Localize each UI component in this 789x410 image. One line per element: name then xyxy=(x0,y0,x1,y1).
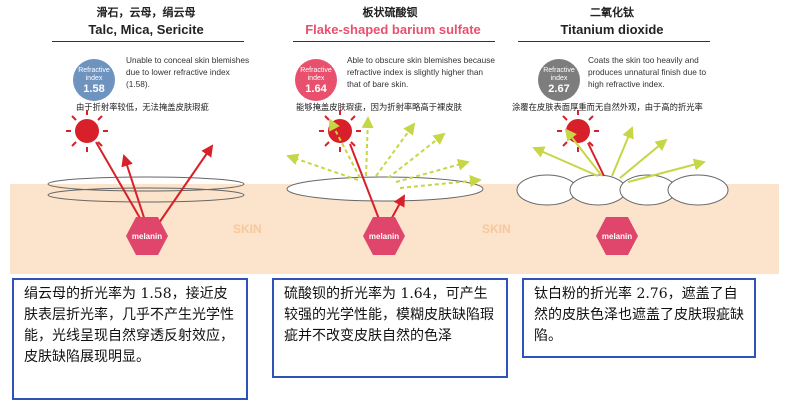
panel2-sun-icon xyxy=(319,110,361,152)
badge-label-1: Refractive xyxy=(78,67,110,74)
panel1-title-underline xyxy=(52,41,244,42)
panel1-explanation-box: 绢云母的折光率为 1.58，接近皮肤表层折光率，几乎不产生光学性能，光线呈现自然… xyxy=(12,278,248,400)
panel2-title-cn: 板状硫酸钡 xyxy=(362,6,418,19)
panel1-refractive-badge: Refractive index 1.58 xyxy=(73,59,115,101)
panel3-melanin-hexagon xyxy=(596,217,638,255)
panel1-title-en: Talc, Mica, Sericite xyxy=(88,22,204,37)
badge-label-2: index xyxy=(85,75,103,82)
panel3-explanation-box: 钛白粉的折光率 2.76，遮盖了自然的皮肤色泽也遮盖了皮肤瑕疵缺陷。 xyxy=(522,278,756,358)
panel2-note-cn: 能够掩盖皮肤瑕疵，因为折射率略高于裸皮肤 xyxy=(296,102,462,112)
panel1-melanin-label: melanin xyxy=(132,232,162,241)
panel2-desc-en: Able to obscure skin blemishes because r… xyxy=(347,55,496,89)
badge-label-2: index xyxy=(307,75,325,82)
panel3-refractive-badge: Refractive index 2.67 xyxy=(538,59,580,101)
badge-label-2: index xyxy=(550,75,568,82)
badge-label-1: Refractive xyxy=(543,67,575,74)
panel2-explanation-box: 硫酸钡的折光率为 1.64，可产生较强的光学性能，模糊皮肤缺陷瑕疵并不改变皮肤自… xyxy=(272,278,508,378)
panel1-particles xyxy=(47,176,245,203)
panel1-note-cn: 由于折射率较低，无法掩盖皮肤瑕疵 xyxy=(76,102,209,112)
panel3-incident-ray xyxy=(587,142,605,177)
panel3-note-cn: 涂覆在皮肤表面厚重而无自然外观，由于高的折光率 xyxy=(512,102,703,112)
panel3-title-cn: 二氧化钛 xyxy=(590,6,634,19)
panel2-title-underline xyxy=(293,41,495,42)
panel3-melanin-label: melanin xyxy=(602,232,632,241)
panel1-desc-en: Unable to conceal skin blemishes due to … xyxy=(126,55,250,89)
panel2-melanin-label: melanin xyxy=(369,232,399,241)
panel2-particles xyxy=(286,176,484,202)
skin-label-1: SKIN xyxy=(233,222,262,236)
panel2-melanin-hexagon xyxy=(363,217,405,255)
panel3-title-en: Titanium dioxide xyxy=(560,22,664,37)
panel2-refractive-badge: Refractive index 1.64 xyxy=(295,59,337,101)
badge-label-1: Refractive xyxy=(300,67,332,74)
badge-value: 1.64 xyxy=(305,83,327,95)
badge-value: 1.58 xyxy=(83,83,105,95)
panel3-light-rays xyxy=(532,126,706,183)
panel1-sun-icon xyxy=(66,110,108,152)
panel3-title-underline xyxy=(518,41,710,42)
badge-value: 2.67 xyxy=(548,83,570,95)
panel3-particles xyxy=(516,174,729,206)
panel3-desc-en: Coats the skin too heavily and produces … xyxy=(588,55,707,89)
panel1-title-cn: 滑石，云母，绢云母 xyxy=(96,6,196,19)
skin-label-2: SKIN xyxy=(482,222,511,236)
panel2-title-en: Flake-shaped barium sulfate xyxy=(305,22,481,37)
panel2-light-rays xyxy=(286,116,482,233)
panel1-melanin-hexagon xyxy=(126,217,168,255)
